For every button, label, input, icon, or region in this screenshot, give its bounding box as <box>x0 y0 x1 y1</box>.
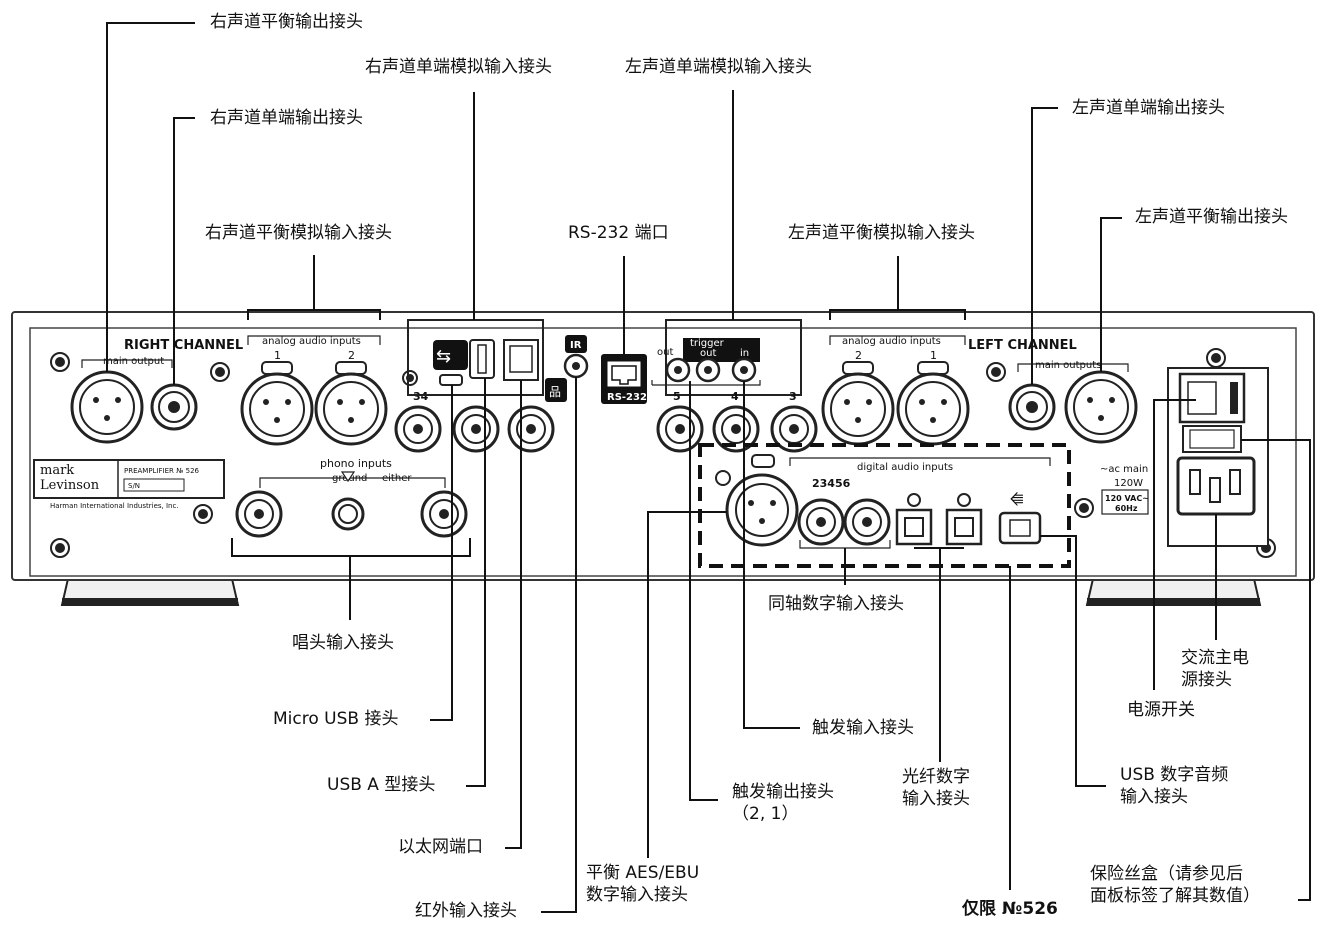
ac-main-label: ~ac main <box>1100 464 1148 475</box>
brand-model: PREAMPLIFIER № 526 <box>124 467 200 475</box>
callout-n526-only: 仅限 №526 <box>962 899 1058 919</box>
left-xlr-num-2: 2 <box>855 349 862 362</box>
leader-lines <box>106 22 1311 913</box>
phono-inputs: phono inputs ground either <box>235 457 468 538</box>
callout-coax-digital-input: 同轴数字输入接头 <box>768 594 904 614</box>
brand-sn: S/N <box>128 482 140 490</box>
callout-optical-digital-input: 光纤数字 输入接头 <box>902 767 970 809</box>
analog-inputs-label-left: analog audio inputs <box>842 336 941 347</box>
analog-inputs-label-right: analog audio inputs <box>262 336 361 347</box>
left-rca-num-5: 5 <box>673 390 681 403</box>
callout-phono-input: 唱头输入接头 <box>292 633 394 653</box>
chassis-inner <box>29 327 1297 577</box>
digital-inputs-label: digital audio inputs <box>857 462 953 473</box>
optical-digital-jacks <box>895 493 983 546</box>
brand-line-1: mark <box>40 463 74 478</box>
left-balanced-output-jack <box>1064 370 1138 444</box>
callout-power-switch: 电源开关 <box>1127 700 1195 720</box>
rs232-jack: RS-232 <box>601 354 647 404</box>
callout-micro-usb: Micro USB 接头 <box>273 709 399 729</box>
ir-label: IR <box>570 340 582 351</box>
right-rca-input-b <box>452 405 500 453</box>
callout-left-single-ended-analog-input: 左声道单端模拟输入接头 <box>625 57 812 77</box>
usb-a-jack: ⇆ <box>433 339 495 379</box>
callout-right-single-ended-analog-input: 右声道单端模拟输入接头 <box>365 57 552 77</box>
left-xlr-input-1 <box>896 361 970 446</box>
left-xlr-num-1: 1 <box>930 349 937 362</box>
trigger-output-jacks <box>665 357 721 383</box>
callout-fuse-box: 保险丝盒（请参见后 面板标签了解其数值） <box>1090 864 1260 906</box>
svg-text:品: 品 <box>549 385 561 399</box>
vac-line-2: 60Hz <box>1115 504 1138 513</box>
right-balanced-output-jack <box>70 370 144 444</box>
n526-digital-box <box>698 443 1071 568</box>
right-rca-input-c <box>507 405 555 453</box>
left-channel-label: LEFT CHANNEL <box>968 338 1077 353</box>
trigger-out-label-1: out <box>657 347 673 358</box>
callout-ir-input: 红外输入接头 <box>415 901 517 921</box>
callout-right-balanced-analog-input: 右声道平衡模拟输入接头 <box>205 223 392 243</box>
trigger-label: trigger <box>690 338 725 349</box>
callout-left-single-ended-output: 左声道单端输出接头 <box>1072 98 1225 118</box>
vac-line-1: 120 VAC~ <box>1105 494 1149 503</box>
main-output-label: main output <box>103 356 164 367</box>
callout-usb-digital-audio: USB 数字音频 输入接头 <box>1120 765 1229 807</box>
callout-trigger-output: 触发输出接头 （2, 1） <box>732 782 834 824</box>
brand-footer: Harman International Industries, Inc. <box>50 502 179 510</box>
power-section: ~ac main 120W 120 VAC~ 60Hz <box>1100 367 1269 547</box>
svg-text:⇆: ⇆ <box>436 346 451 367</box>
ethernet-jack: 品 <box>503 339 567 402</box>
usb-symbol-icon: ⭅ <box>1010 491 1024 509</box>
left-single-ended-output-jack <box>1008 383 1056 431</box>
callout-left-balanced-analog-input: 左声道平衡模拟输入接头 <box>788 223 975 243</box>
left-rca-num-4: 4 <box>731 390 739 403</box>
left-rca-input-5 <box>656 405 704 453</box>
left-rca-num-3: 3 <box>789 390 797 403</box>
digital-input-numbers: 23456 <box>812 477 851 490</box>
right-xlr-input-2 <box>314 361 388 446</box>
callout-usb-a: USB A 型接头 <box>327 775 436 795</box>
coax-digital-jacks <box>797 498 891 549</box>
watt-label: 120W <box>1114 478 1143 489</box>
main-outputs-label: main outputs <box>1035 360 1101 371</box>
right-rca-num-34: 34 <box>413 390 429 403</box>
right-xlr-num-1: 1 <box>274 349 281 362</box>
right-single-ended-output-jack <box>150 383 198 431</box>
callout-rs232-port: RS-232 端口 <box>568 223 669 243</box>
brand-line-2: Levinson <box>40 478 100 493</box>
right-channel-label: RIGHT CHANNEL <box>124 338 243 353</box>
right-xlr-input-1 <box>240 361 314 446</box>
brand-plate: mark Levinson PREAMPLIFIER № 526 S/N Har… <box>33 459 225 510</box>
trigger-in-label: in <box>740 348 749 359</box>
callout-ac-mains: 交流主电 源接头 <box>1181 648 1249 690</box>
callout-right-single-ended-output: 右声道单端输出接头 <box>210 108 363 128</box>
callout-left-balanced-output: 左声道平衡输出接头 <box>1135 207 1288 227</box>
callout-right-balanced-output: 右声道平衡输出接头 <box>210 12 363 32</box>
right-rca-input-a <box>394 405 442 453</box>
screws <box>50 348 1276 558</box>
right-xlr-num-2: 2 <box>348 349 355 362</box>
callout-aes-ebu: 平衡 AES/EBU 数字输入接头 <box>586 863 700 905</box>
micro-usb-jack <box>439 374 463 386</box>
either-label: either <box>382 473 412 484</box>
usb-b-jack: ⭅ <box>998 491 1042 545</box>
rs232-label: RS-232 <box>607 392 647 403</box>
callout-ethernet: 以太网端口 <box>398 837 483 857</box>
trigger-out-label-2: out <box>700 348 716 359</box>
phono-inputs-label: phono inputs <box>320 457 392 470</box>
trigger-input-jack <box>731 357 757 383</box>
callout-trigger-input: 触发输入接头 <box>812 718 914 738</box>
left-rca-input-3 <box>770 405 818 453</box>
